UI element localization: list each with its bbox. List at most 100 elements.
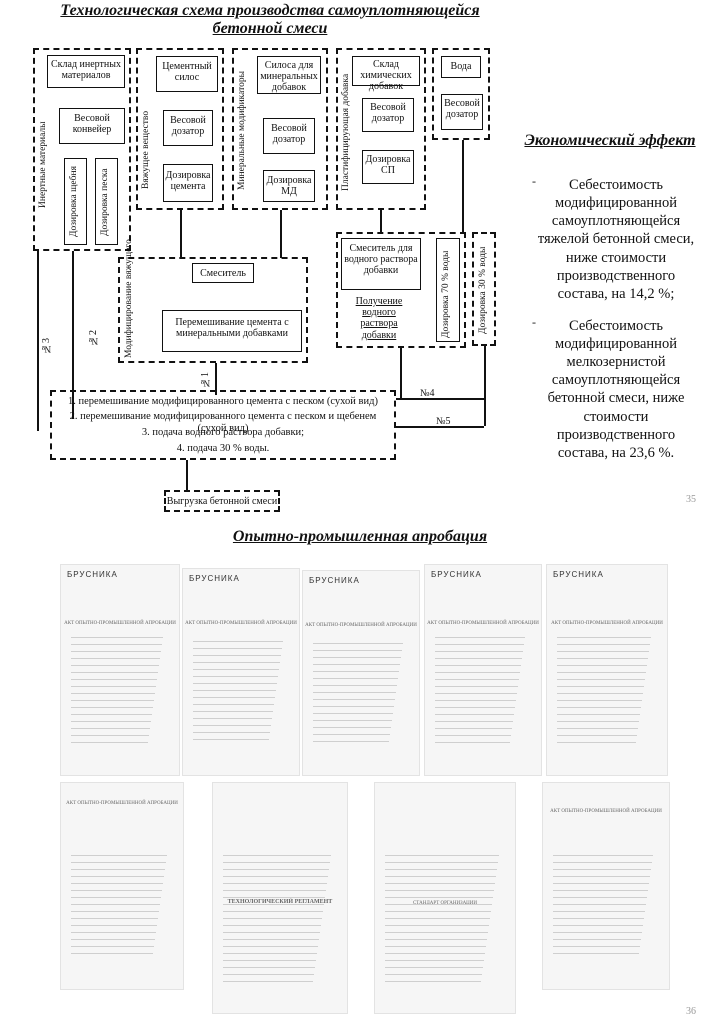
doc-text-line — [313, 741, 389, 742]
doc-text-line — [385, 862, 498, 863]
doc-text-line — [313, 657, 401, 658]
doc-text-line — [553, 904, 646, 905]
doc-scan-top-3: БРУСНИКА АКТ ОПЫТНО-ПРОМЫШЛЕННОЙ АПРОБАЦ… — [302, 570, 420, 776]
mineral-side-label: Минеральные модификаторы — [237, 70, 247, 190]
flow-label-1: №1 — [200, 372, 211, 388]
doc-text-line — [435, 651, 523, 652]
process-step-4: 4. подача 30 % воды. — [176, 443, 270, 454]
doc-text-line — [385, 897, 493, 898]
doc-text-line — [71, 932, 156, 933]
doc-text-line — [553, 855, 653, 856]
doc-title: АКТ ОПЫТНО-ПРОМЫШЛЕННОЙ АПРОБАЦИИ — [551, 621, 663, 626]
doc-text-line — [223, 911, 323, 912]
doc-text-line — [435, 665, 521, 666]
doc-text-line — [71, 686, 156, 687]
doc-text-line — [193, 676, 278, 677]
chem-dose-box: Дозировка СП — [362, 150, 414, 184]
group-binder — [136, 48, 224, 210]
doc-text-line — [71, 672, 158, 673]
doc-text-line — [223, 897, 325, 898]
doc-title: АКТ ОПЫТНО-ПРОМЫШЛЕННОЙ АПРОБАЦИИ — [427, 621, 539, 626]
inert-storage-box: Склад инертных материалов — [47, 55, 125, 88]
doc-text-line — [193, 641, 283, 642]
doc-text-line — [557, 658, 648, 659]
flow-label-4: №4 — [420, 388, 435, 399]
doc-text-line — [435, 679, 519, 680]
doc-text-line — [223, 925, 321, 926]
chem-scale-box: Весовой дозатор — [362, 98, 414, 132]
doc-text-line — [223, 862, 330, 863]
doc-text-line — [193, 690, 276, 691]
connector-line — [396, 398, 484, 400]
cement-scale-box: Весовой дозатор — [163, 110, 213, 146]
doc-text-line — [313, 706, 394, 707]
group-inert — [33, 48, 131, 251]
doc-text-line — [71, 890, 162, 891]
doc-text-line — [385, 855, 499, 856]
doc-text-line — [71, 897, 161, 898]
doc-text-line — [71, 637, 163, 638]
doc-text-line — [553, 911, 645, 912]
doc-text-line — [557, 651, 649, 652]
doc-text-line — [557, 665, 647, 666]
doc-text-line — [71, 869, 165, 870]
brusnika-logo: БРУСНИКА — [67, 570, 118, 579]
doc-text-line — [71, 911, 159, 912]
doc-text-line — [313, 664, 400, 665]
admix-mixer-box: Смеситель для водного раствора добавки — [341, 238, 421, 290]
slide-2: Опытно-промышленная апробация БРУСНИКА А… — [0, 524, 724, 1024]
doc-text-line — [385, 904, 492, 905]
doc-text-line — [553, 918, 644, 919]
connector-line — [180, 210, 182, 258]
doc-text-line — [71, 939, 155, 940]
doc-text-line — [223, 960, 316, 961]
mineral-silo-box: Силоса для минеральных добавок — [257, 56, 321, 94]
economic-list: Себестоимость модифицированной самоуплот… — [532, 174, 696, 476]
doc-text-line — [313, 678, 398, 679]
page-number-35: 35 — [686, 494, 696, 505]
inert-side-label: Инертные материалы — [38, 121, 48, 209]
chem-side-label: Пластифицирующая добавка — [341, 73, 351, 191]
flow-label-5: №5 — [436, 416, 451, 427]
doc-text-line — [557, 672, 646, 673]
doc-text-line — [71, 728, 150, 729]
mineral-scale-box: Весовой дозатор — [263, 118, 315, 154]
doc-title: АКТ ОПЫТНО-ПРОМЫШЛЕННОЙ АПРОБАЦИИ — [66, 801, 178, 806]
doc-text-line — [71, 918, 158, 919]
doc-text-line — [557, 714, 640, 715]
doc-text-line — [313, 713, 393, 714]
mixer-box: Смеситель — [192, 263, 254, 283]
doc-title: АКТ ОПЫТНО-ПРОМЫШЛЕННОЙ АПРОБАЦИИ — [185, 621, 297, 626]
doc-text-line — [71, 679, 157, 680]
doc-text-line — [435, 644, 524, 645]
doc-text-line — [193, 662, 280, 663]
doc-title: АКТ ОПЫТНО-ПРОМЫШЛЕННОЙ АПРОБАЦИИ — [305, 623, 417, 628]
water-box: Вода — [441, 56, 481, 78]
slide-1: Технологическая схема производства самоу… — [0, 0, 724, 524]
doc-text-line — [385, 876, 496, 877]
group-modification — [118, 257, 308, 363]
doc-text-line — [553, 862, 652, 863]
unload-box: Выгрузка бетонной смеси — [164, 490, 280, 512]
doc-text-line — [557, 707, 641, 708]
process-step-1: 1. перемешивание модифицированного цемен… — [68, 396, 378, 407]
doc-title: СТАНДАРТ ОРГАНИЗАЦИИ — [375, 901, 515, 906]
doc-text-line — [553, 890, 648, 891]
connector-line — [186, 460, 188, 490]
doc-text-line — [223, 904, 324, 905]
economic-item-1: Себестоимость модифицированной самоуплот… — [532, 174, 696, 303]
process-steps-box — [50, 390, 396, 460]
doc-text-line — [71, 883, 163, 884]
doc-text-line — [553, 953, 639, 954]
doc-text-line — [435, 637, 525, 638]
doc-text-line — [435, 658, 522, 659]
page-number-36: 36 — [686, 1006, 696, 1017]
doc-text-line — [553, 883, 649, 884]
doc-text-line — [435, 707, 515, 708]
doc-text-line — [313, 727, 391, 728]
inert-conveyor-box: Весовой конвейер — [59, 108, 125, 144]
doc-text-line — [553, 932, 642, 933]
doc-text-line — [557, 644, 650, 645]
flow-label-3: №3 — [41, 338, 52, 354]
cement-silo-box: Цементный силос — [156, 56, 218, 92]
